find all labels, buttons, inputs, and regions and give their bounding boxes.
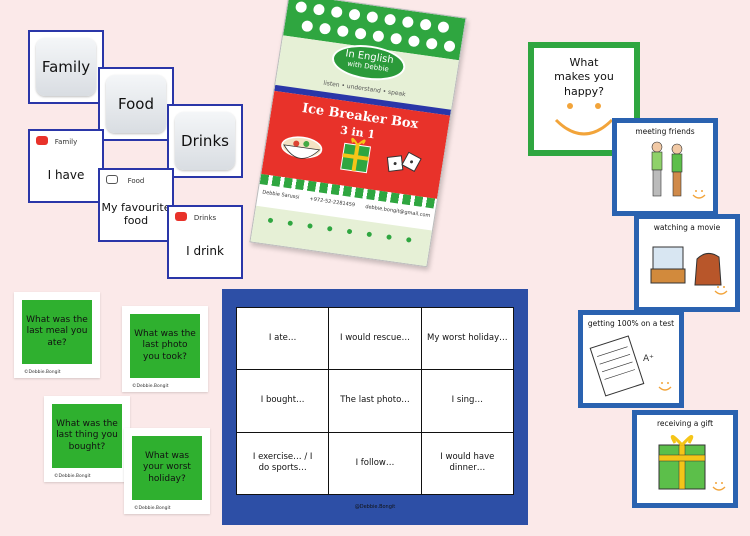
- tv-armchair-icon: [650, 246, 728, 295]
- category-tile: Drinks: [175, 112, 235, 170]
- bingo-cell[interactable]: I bought…: [237, 370, 329, 432]
- phrase-card-body: I have: [47, 167, 85, 182]
- smiley-icon: [554, 103, 614, 136]
- phrase-card-head: Family: [54, 138, 78, 146]
- speech-bubble-icon: [106, 175, 118, 184]
- copyright-text: ©Debbie.Bongit: [134, 506, 171, 511]
- phrase-card-family[interactable]: Family I have: [28, 129, 104, 203]
- phrase-card-drinks[interactable]: Drinks I drink: [167, 205, 243, 279]
- phrase-card-body: My favourite food: [101, 200, 171, 227]
- bingo-cell[interactable]: I would have dinner…: [421, 432, 513, 494]
- picture-card-gift[interactable]: receiving a gift: [632, 410, 738, 508]
- picture-card-label: watching a movie: [653, 223, 721, 232]
- category-card-drinks[interactable]: Drinks: [167, 104, 243, 178]
- gift-icon: [340, 137, 372, 174]
- gift-box-icon: [658, 435, 726, 491]
- picture-card-meeting-friends[interactable]: meeting friends: [612, 118, 718, 216]
- bingo-cell[interactable]: I sing…: [421, 370, 513, 432]
- speech-bubble-icon: [175, 212, 187, 221]
- ice-breaker-box: In English with Debbie listen • understa…: [249, 0, 467, 268]
- question-card[interactable]: What was the last meal you ate? ©Debbie.…: [14, 292, 100, 378]
- svg-text:A⁺: A⁺: [643, 354, 654, 364]
- bingo-cell[interactable]: I would rescue…: [329, 308, 421, 370]
- copyright-text: ©Debbie.Bongit: [132, 384, 169, 389]
- category-tile: Food: [106, 75, 166, 133]
- picture-card-label: getting 100% on a test: [587, 319, 675, 328]
- phrase-card-head: Food: [127, 177, 145, 185]
- question-card[interactable]: What was your worst holiday? ©Debbie.Bon…: [124, 428, 210, 514]
- question-text: What was the last photo you took?: [130, 314, 200, 378]
- picture-card-test[interactable]: getting 100% on a test A⁺: [578, 310, 684, 408]
- category-card-food[interactable]: Food: [98, 67, 174, 141]
- question-text: What was the last thing you bought?: [52, 404, 122, 468]
- question-card[interactable]: What was the last thing you bought? ©Deb…: [44, 396, 130, 482]
- question-text: What was your worst holiday?: [132, 436, 202, 500]
- bingo-cell[interactable]: The last photo…: [329, 370, 421, 432]
- phrase-card-body: I drink: [186, 243, 224, 258]
- bingo-cell[interactable]: I ate…: [237, 308, 329, 370]
- picture-card-label: receiving a gift: [656, 419, 714, 428]
- copyright-text: @Debbie.Bongit: [354, 504, 396, 510]
- dice-icon: [386, 151, 422, 172]
- copyright-text: ©Debbie.Bongit: [54, 474, 91, 479]
- picture-card-label: meeting friends: [635, 127, 695, 136]
- happy-question: What makes you happy?: [554, 56, 614, 98]
- phrase-card-food[interactable]: Food My favourite food: [98, 168, 174, 242]
- bingo-cell[interactable]: I exercise… / I do sports…: [237, 432, 329, 494]
- question-card[interactable]: What was the last photo you took? ©Debbi…: [122, 306, 208, 392]
- bingo-cell[interactable]: I follow…: [329, 432, 421, 494]
- bingo-cell[interactable]: My worst holiday…: [421, 308, 513, 370]
- phrase-card-head: Drinks: [193, 214, 217, 222]
- picture-card-watching-movie[interactable]: watching a movie: [634, 214, 740, 312]
- category-tile: Family: [36, 38, 96, 96]
- bingo-grid: I ate… I would rescue… My worst holiday……: [236, 307, 514, 495]
- speech-bubble-icon: [36, 136, 48, 145]
- category-card-family[interactable]: Family: [28, 30, 104, 104]
- question-text: What was the last meal you ate?: [22, 300, 92, 364]
- box-illustrations: [281, 136, 422, 174]
- bingo-board: I ate… I would rescue… My worst holiday……: [222, 289, 528, 525]
- food-bowl-icon: [281, 136, 323, 159]
- copyright-text: ©Debbie.Bongit: [24, 370, 61, 375]
- test-paper-icon: A⁺: [589, 335, 672, 397]
- friends-icon: [651, 141, 706, 199]
